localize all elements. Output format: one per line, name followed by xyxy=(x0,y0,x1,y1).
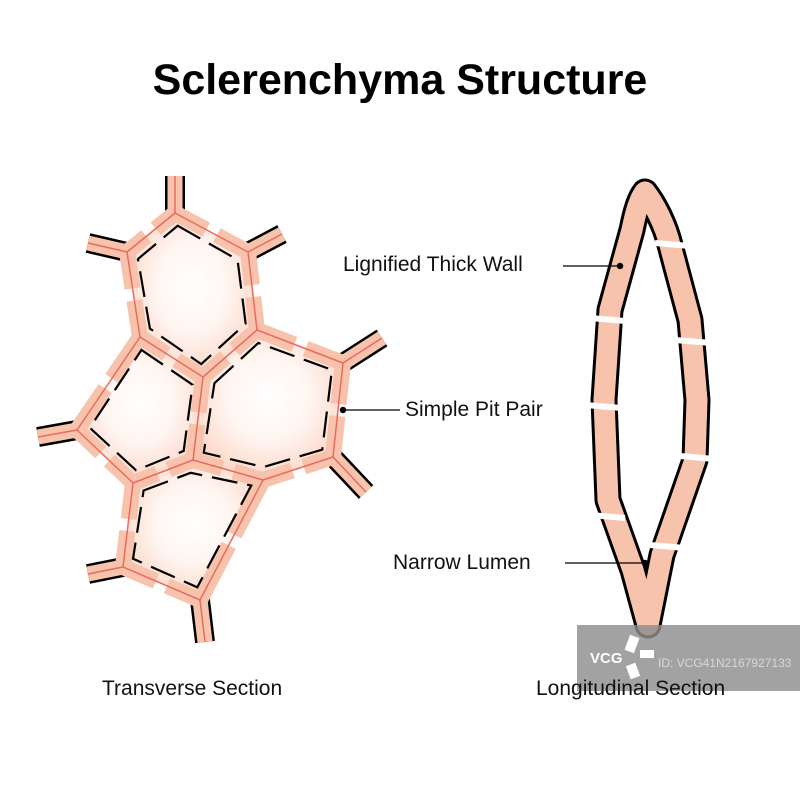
cell-inner-outline xyxy=(88,348,194,472)
middle-lamella xyxy=(192,459,264,481)
middle-lamella xyxy=(199,479,264,601)
page-title: Sclerenchyma Structure xyxy=(152,56,648,104)
middle-lamella xyxy=(332,362,344,458)
leader-dot xyxy=(339,406,347,414)
cell-inner-outline xyxy=(131,471,253,589)
label-transverse-section: Transverse Section xyxy=(102,677,283,700)
cell-lumen xyxy=(127,213,257,377)
watermark: VCG ID: VCG41N2167927133 xyxy=(577,625,800,691)
middle-lamella xyxy=(122,482,134,568)
label-narrow-lumen: Narrow Lumen xyxy=(393,551,531,574)
middle-lamella xyxy=(87,566,124,575)
leader-dot xyxy=(641,559,649,567)
label-longitudinal-section: Longitudinal Section xyxy=(536,677,726,700)
middle-lamella xyxy=(202,329,258,378)
fiber-pit xyxy=(654,240,691,249)
middle-lamella xyxy=(76,429,134,484)
transverse-section-drawing xyxy=(36,176,388,644)
fiber-pit xyxy=(584,402,623,411)
cell-inner-outline xyxy=(202,341,334,469)
middle-lamella xyxy=(37,429,78,438)
middle-lamella xyxy=(192,376,204,461)
watermark-id: ID: VCG41N2167927133 xyxy=(658,656,792,670)
cell-lumen xyxy=(123,460,263,600)
middle-lamella xyxy=(132,459,194,484)
middle-lamella xyxy=(122,566,201,601)
middle-lamella xyxy=(342,337,383,364)
cell-lumen xyxy=(77,337,203,483)
fiber-pits xyxy=(584,240,716,551)
middle-lamella xyxy=(247,251,258,331)
middle-lamella xyxy=(262,456,334,481)
middle-lamella xyxy=(174,212,249,253)
fiber-pit xyxy=(674,337,713,346)
leader-dot xyxy=(616,262,624,270)
middle-lamella xyxy=(76,336,141,431)
label-lignified-thick-wall: Lignified Thick Wall xyxy=(343,253,523,276)
middle-lamella xyxy=(199,599,206,643)
middle-lamella xyxy=(126,212,176,253)
label-simple-pit-pair: Simple Pit Pair xyxy=(405,398,543,421)
fiber-pit xyxy=(589,512,626,521)
watermark-logo-icon xyxy=(624,634,654,680)
fiber-pit xyxy=(589,315,626,324)
middle-lamella xyxy=(126,251,141,338)
longitudinal-section-drawing xyxy=(584,178,716,639)
fiber-pit xyxy=(649,542,686,551)
label-leaders xyxy=(339,262,649,567)
middle-lamella xyxy=(256,329,344,364)
middle-lamella xyxy=(87,242,128,253)
cell-inner-outline xyxy=(136,224,247,366)
fiber-pit xyxy=(679,453,716,462)
middle-lamella xyxy=(332,456,367,493)
middle-lamella xyxy=(247,233,283,253)
watermark-logo-text: VCG xyxy=(590,650,623,667)
middle-lamella xyxy=(139,336,204,378)
